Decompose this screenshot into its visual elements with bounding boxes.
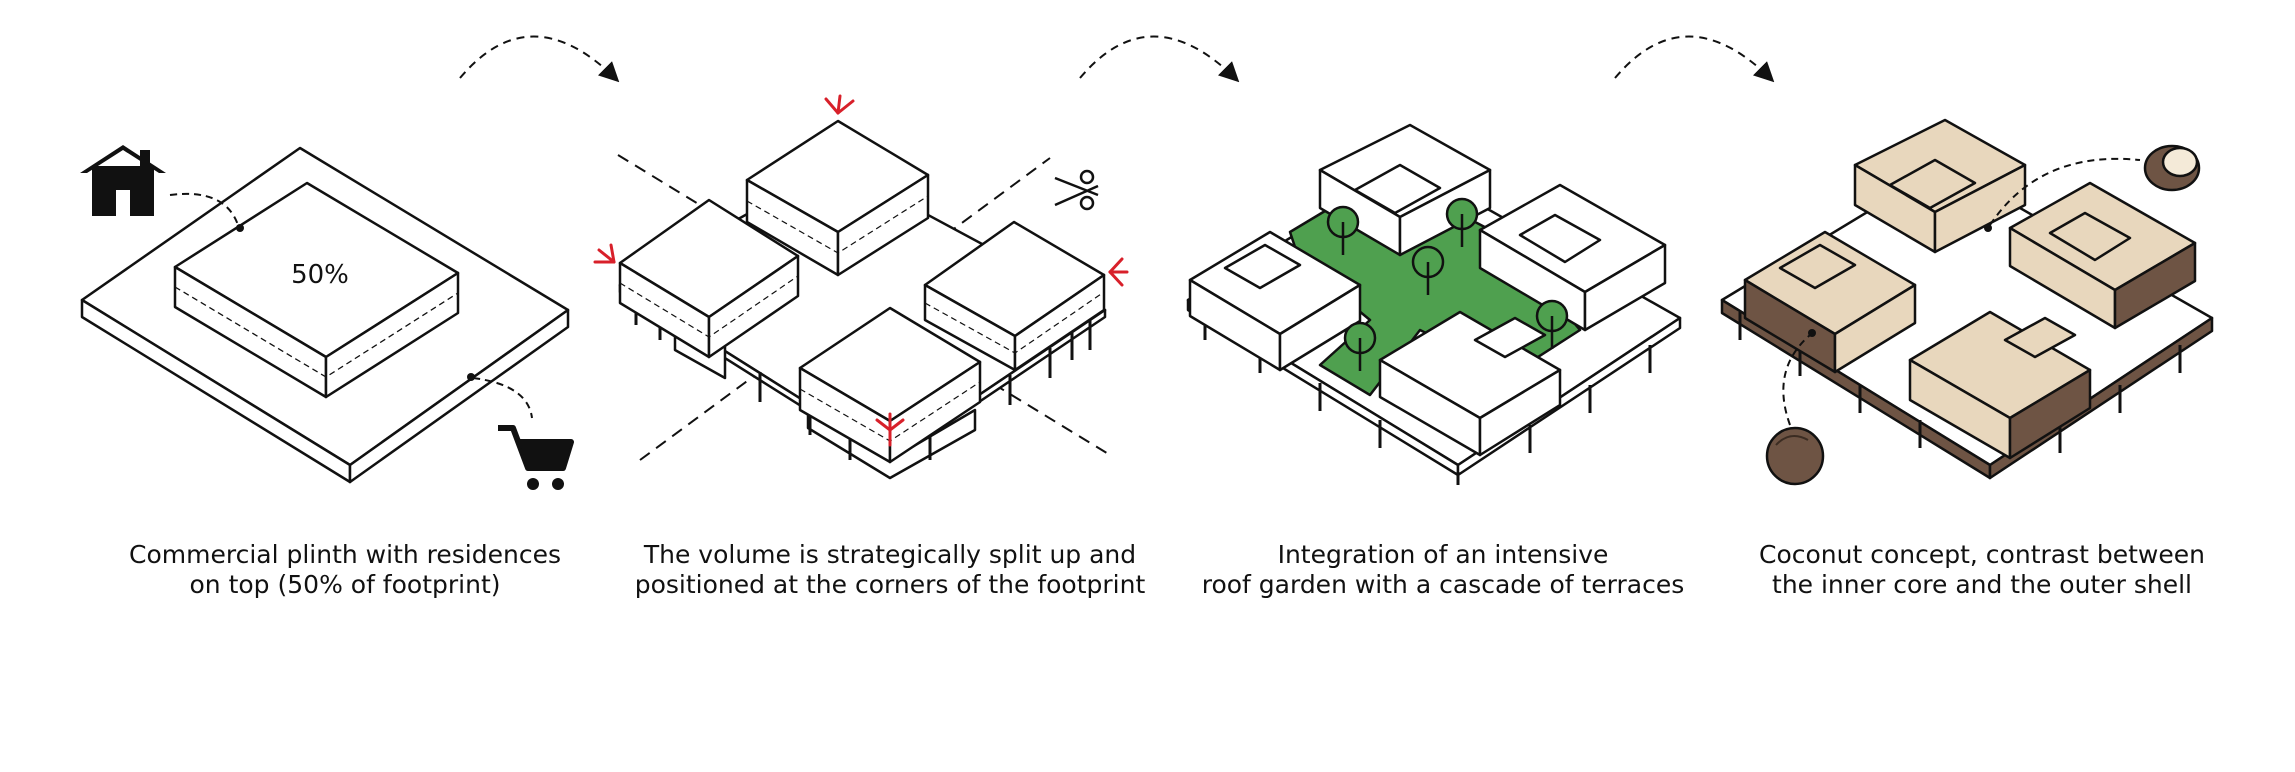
terrace-block-left — [1188, 230, 1362, 372]
caption-panel-1: Commercial plinth with residences on top… — [85, 540, 605, 600]
shell-block-right — [2008, 181, 2197, 330]
caption-line: the inner core and the outer shell — [1772, 570, 2192, 599]
coconut-half-icon — [2143, 144, 2201, 192]
scissors-icon — [1054, 169, 1099, 211]
corner-highlight-marks — [593, 94, 1129, 447]
caption-panel-3: Integration of an intensive roof garden … — [1183, 540, 1703, 600]
footprint-percent-label: 50% — [291, 260, 349, 290]
shell-block-back — [1853, 118, 2027, 254]
caption-panel-4: Coconut concept, contrast between the in… — [1722, 540, 2242, 600]
block-left — [618, 198, 800, 359]
house-connector — [169, 192, 239, 226]
terrace-block-back — [1318, 123, 1492, 257]
caption-line: roof garden with a cascade of terraces — [1201, 570, 1685, 599]
cart-anchor-dot — [467, 373, 475, 381]
coconut-whole-connector — [1782, 334, 1811, 426]
panel-2-diagram — [593, 94, 1129, 480]
shell-columns — [1738, 312, 2182, 453]
house-icon — [80, 145, 166, 216]
caption-line: on top (50% of footprint) — [189, 570, 501, 599]
terrace-block-front — [1378, 310, 1562, 457]
caption-panel-2: The volume is strategically split up and… — [630, 540, 1150, 600]
step-arrow-3 — [1614, 35, 1775, 83]
coconut-half-connector — [1989, 157, 2141, 226]
step-arrow-2 — [1079, 35, 1240, 83]
residential-volume — [173, 181, 460, 399]
caption-line: positioned at the corners of the footpri… — [634, 570, 1146, 599]
shell-block-left — [1743, 230, 1917, 374]
step-arrow-1 — [459, 35, 620, 83]
block-right — [923, 220, 1106, 372]
cut-line-2 — [639, 157, 1051, 461]
caption-line: The volume is strategically split up and — [643, 540, 1137, 569]
caption-line: Commercial plinth with residences — [129, 540, 561, 569]
block-back — [745, 119, 930, 277]
panel-3-diagram — [1186, 123, 1682, 485]
shopping-cart-icon — [498, 425, 574, 490]
tree-icon — [1326, 197, 1569, 371]
caption-line: Integration of an intensive — [1277, 540, 1609, 569]
coconut-whole-icon — [1765, 426, 1825, 486]
core-anchor-dot — [1984, 224, 1992, 232]
caption-line: Coconut concept, contrast between — [1759, 540, 2205, 569]
shell-block-front — [1908, 310, 2092, 460]
panel-1-diagram: 50% — [80, 145, 574, 490]
block-front — [798, 306, 982, 464]
panel-4-diagram — [1720, 118, 2214, 486]
shell-anchor-dot — [1808, 329, 1816, 337]
house-anchor-dot — [236, 224, 244, 232]
